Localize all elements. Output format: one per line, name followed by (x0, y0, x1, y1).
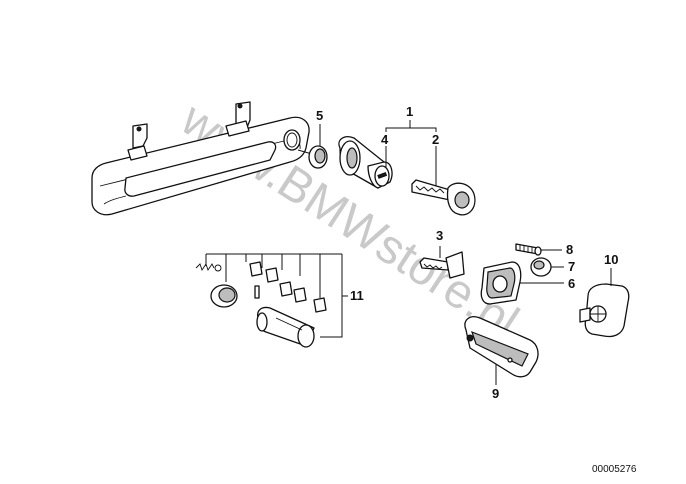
part-4-lock-cylinder-housing (338, 136, 393, 189)
callout-4: 4 (381, 132, 389, 147)
part-10-cover (579, 268, 630, 338)
callout-7: 7 (568, 259, 575, 274)
callout-6: 6 (568, 276, 575, 291)
part-7-cap (530, 257, 564, 277)
callout-1: 1 (406, 104, 413, 119)
watermark-text: www.BMWstore.pl (171, 92, 527, 349)
part-8-screw (515, 243, 562, 256)
part-11-lock-cylinder-kit (195, 253, 348, 348)
part-5-seal-ring (308, 124, 328, 169)
callout-9: 9 (492, 386, 499, 401)
callout-5: 5 (316, 108, 323, 123)
callout-10: 10 (604, 252, 618, 267)
callout-3: 3 (436, 228, 443, 243)
callout-8: 8 (566, 242, 573, 257)
callout-labels: 1 2 3 4 5 6 7 8 9 10 11 (316, 104, 618, 401)
part-3-key (419, 246, 465, 279)
part-1-bracket (385, 120, 437, 132)
callout-2: 2 (432, 132, 439, 147)
part-9-trim-plate (464, 316, 539, 385)
callout-11: 11 (350, 288, 364, 303)
part-2-key (411, 146, 476, 216)
part-6-escutcheon (480, 261, 564, 305)
document-number: 00005276 (592, 464, 637, 475)
door-handle (91, 101, 313, 216)
